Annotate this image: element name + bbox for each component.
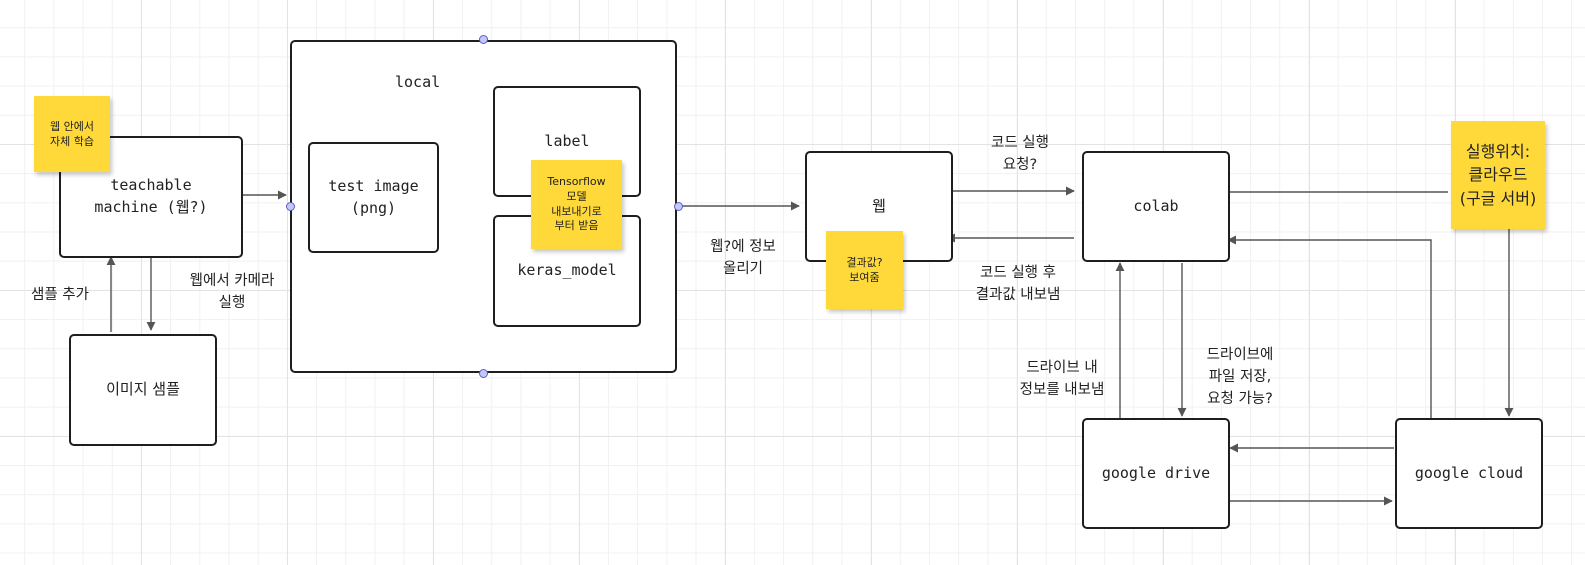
local-title: local [395,73,441,91]
edge-label-upload-info: 웹?에 정보 올리기 [710,239,776,277]
image-sample-node[interactable]: 이미지 샘플 [69,334,217,446]
colab-node[interactable]: colab [1082,151,1230,262]
connector-handle-left[interactable] [286,202,295,211]
connector-handle-top[interactable] [479,35,488,44]
edge-label-code-request: 코드 실행 요청? [991,135,1049,173]
connector-handle-right[interactable] [674,202,683,211]
google-cloud-node[interactable]: google cloud [1395,418,1543,529]
google-drive-node[interactable]: google drive [1082,418,1230,529]
sticky-tensorflow[interactable]: Tensorflow 모델 내보내기로 부터 받음 [531,160,622,249]
test-image-node[interactable]: test image (png) [308,142,439,253]
sticky-web-learning[interactable]: 웹 안에서 자체 학습 [34,96,110,172]
edge-label-drive-store: 드라이브에 파일 저장, 요청 가능? [1206,347,1274,407]
sticky-result-show[interactable]: 결과값? 보여줌 [826,231,903,309]
edge-label-camera-run: 웹에서 카메라 실행 [189,273,275,311]
connector-handle-bottom[interactable] [479,369,488,378]
edge-label-sample-add: 샘플 추가 [31,287,89,303]
sticky-run-location[interactable]: 실행위치: 클라우드 (구글 서버) [1451,121,1545,229]
edge-label-drive-export: 드라이브 내 정보를 내보냄 [1019,360,1105,398]
edge-cloud-to-colab [1227,235,1432,418]
edge-label-result-export: 코드 실행 후 결과값 내보냄 [975,265,1061,303]
